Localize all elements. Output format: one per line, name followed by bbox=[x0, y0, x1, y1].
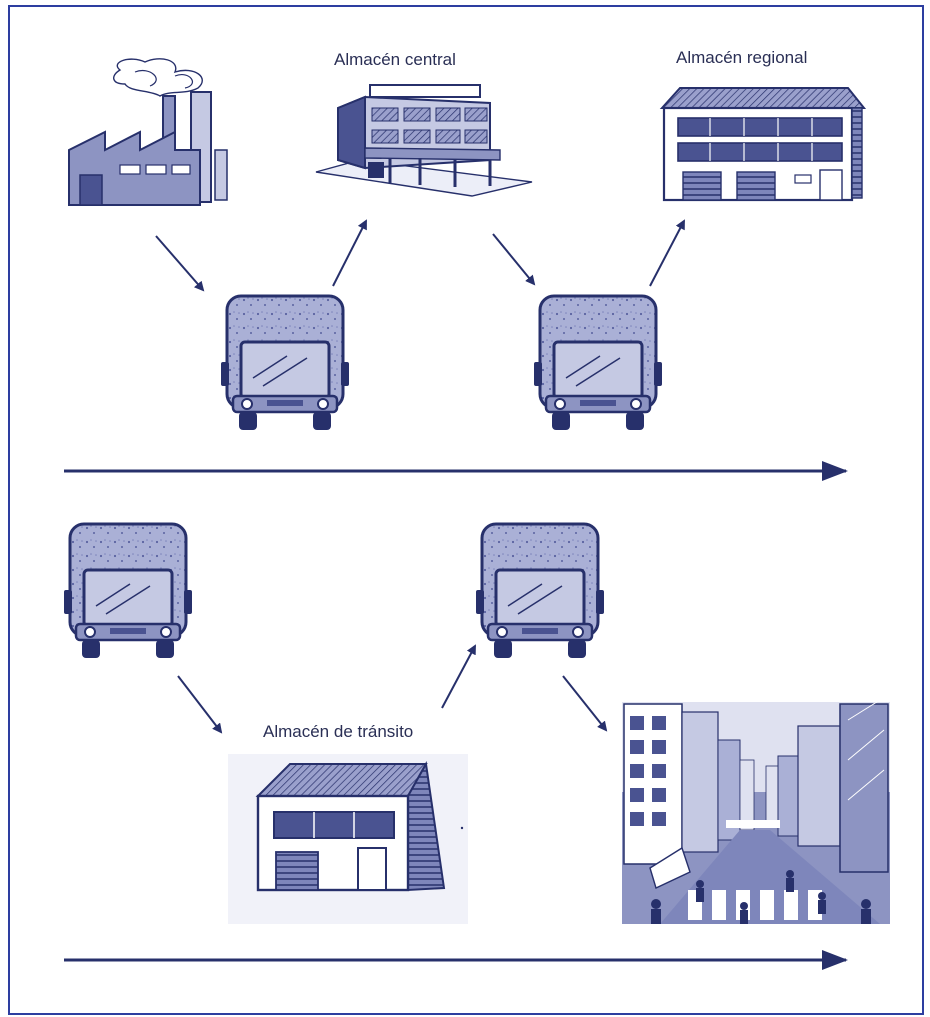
truck-icon-3 bbox=[64, 522, 192, 658]
central-warehouse-icon bbox=[315, 84, 533, 197]
arrow-truck-to-regional bbox=[649, 219, 685, 287]
city-street-icon bbox=[622, 699, 890, 924]
transit-warehouse-icon bbox=[228, 754, 468, 924]
arrow-transit-to-truck bbox=[441, 644, 476, 709]
factory-icon bbox=[68, 58, 228, 206]
arrow-factory-to-truck bbox=[155, 235, 205, 292]
truck-icon-2 bbox=[534, 294, 662, 430]
central-warehouse-label: Almacén central bbox=[334, 50, 456, 69]
arrow-truck-to-city bbox=[562, 675, 608, 732]
regional-warehouse-icon bbox=[659, 87, 867, 202]
arrow-truck-to-central bbox=[332, 219, 367, 287]
transit-warehouse-label: Almacén de tránsito bbox=[263, 722, 414, 741]
flow-arrows bbox=[155, 219, 685, 734]
truck-icon-4 bbox=[476, 522, 604, 658]
truck-icon-1 bbox=[221, 294, 349, 430]
arrow-truck-to-transit bbox=[177, 675, 223, 734]
regional-warehouse-label: Almacén regional bbox=[676, 48, 808, 67]
page-border bbox=[8, 5, 924, 1015]
arrow-central-to-truck bbox=[492, 233, 536, 286]
